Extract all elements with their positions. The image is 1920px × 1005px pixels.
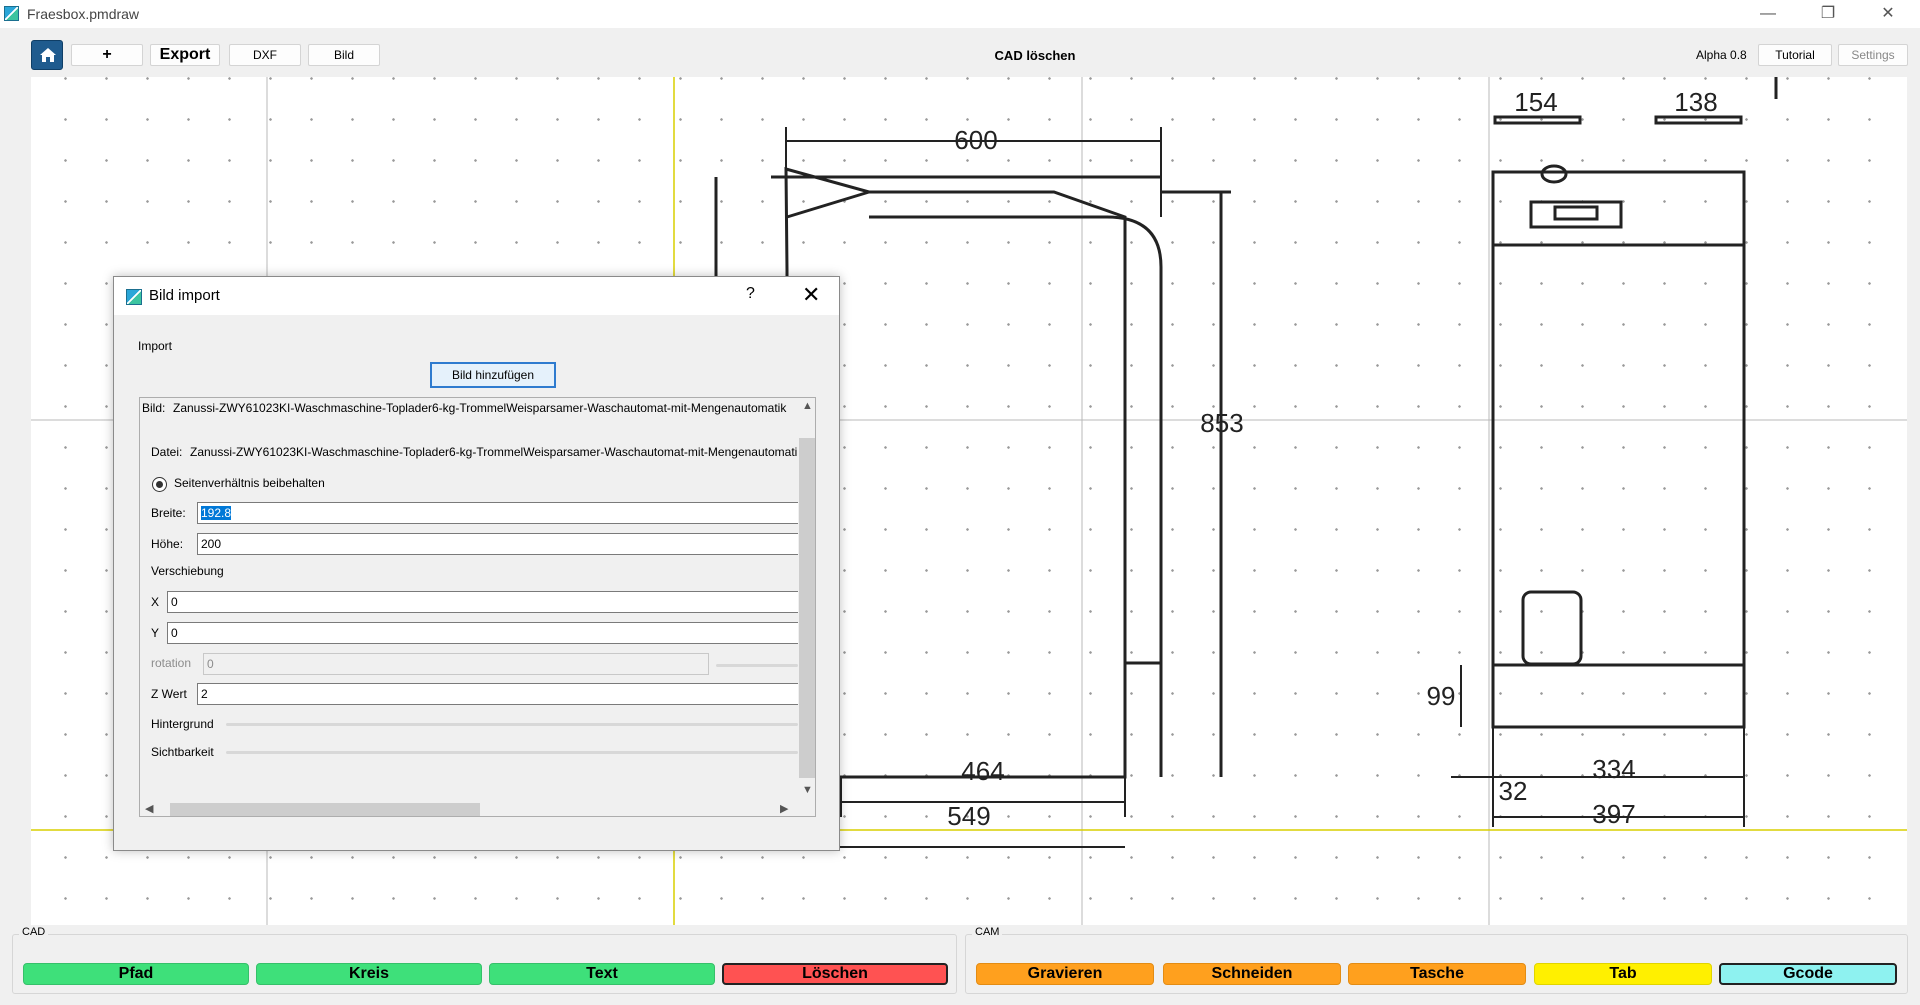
sichtbarkeit-label: Sichtbarkeit <box>151 745 214 759</box>
dxf-button[interactable]: DXF <box>229 44 301 66</box>
restore-button[interactable]: ❐ <box>1820 5 1836 22</box>
scroll-left-icon[interactable]: ◀ <box>145 803 154 815</box>
y-input[interactable]: 0 <box>167 622 801 644</box>
dim-334: 334 <box>1592 754 1635 784</box>
breite-value: 192.8 <box>201 506 232 520</box>
scroll-right-icon[interactable]: ▶ <box>780 803 789 815</box>
import-settings-scroll-area[interactable]: Bild: Zanussi-ZWY61023KI-Waschmaschine-T… <box>139 397 816 817</box>
home-button[interactable] <box>31 40 63 70</box>
vertical-scroll-thumb[interactable] <box>799 438 815 778</box>
import-label: Import <box>138 339 173 353</box>
dim-397: 397 <box>1592 799 1635 829</box>
close-window-button[interactable]: ✕ <box>1881 5 1895 22</box>
window-title: Fraesbox.pmdraw <box>27 6 140 22</box>
version-label: Alpha 0.8 <box>1696 48 1747 62</box>
text-button[interactable]: Text <box>489 963 715 985</box>
y-label: Y <box>151 626 160 640</box>
export-button[interactable]: Export <box>150 44 220 66</box>
hoehe-label: Höhe: <box>151 537 184 551</box>
scroll-down-icon[interactable]: ▼ <box>802 784 813 796</box>
dim-99: 99 <box>1427 681 1456 711</box>
x-input[interactable]: 0 <box>167 591 801 613</box>
gravieren-button[interactable]: Gravieren <box>976 963 1154 985</box>
rotation-input[interactable]: 0 <box>203 653 709 675</box>
dim-154: 154 <box>1514 87 1557 117</box>
cam-panel-label: CAM <box>972 926 1003 938</box>
settings-button[interactable]: Settings <box>1838 44 1908 66</box>
schneiden-button[interactable]: Schneiden <box>1163 963 1341 985</box>
vertical-scrollbar[interactable]: ▲ ▼ <box>798 398 815 800</box>
datei-value: Zanussi-ZWY61023KI-Waschmaschine-Toplade… <box>190 445 804 459</box>
cam-panel: CAM Gravieren Schneiden Tasche Tab Gcode <box>965 926 1908 994</box>
add-button[interactable]: + <box>71 44 143 66</box>
bild-import-dialog: Bild import ? ✕ Import Bild hinzufügen B… <box>113 276 840 851</box>
tab-button[interactable]: Tab <box>1534 963 1712 985</box>
title-bar: Fraesbox.pmdraw — ❐ ✕ <box>0 0 1920 28</box>
help-icon[interactable]: ? <box>746 285 755 302</box>
breite-input[interactable]: 192.8 <box>197 502 801 524</box>
hoehe-input[interactable]: 200 <box>197 533 801 555</box>
sichtbarkeit-slider[interactable] <box>226 751 798 754</box>
pfad-button[interactable]: Pfad <box>23 963 249 985</box>
app-icon <box>4 6 19 21</box>
rotation-slider[interactable] <box>716 664 798 667</box>
datei-label: Datei: <box>151 445 183 459</box>
dialog-app-icon <box>126 289 142 305</box>
verschiebung-label: Verschiebung <box>151 564 224 578</box>
add-image-button[interactable]: Bild hinzufügen <box>430 362 556 388</box>
hintergrund-slider[interactable] <box>226 723 798 726</box>
dialog-close-icon[interactable]: ✕ <box>802 282 821 307</box>
horizontal-scroll-thumb[interactable] <box>170 803 480 816</box>
minimize-button[interactable]: — <box>1760 5 1776 22</box>
cad-clear-button[interactable]: CAD löschen <box>994 48 1076 63</box>
gcode-button[interactable]: Gcode <box>1719 963 1897 985</box>
aspect-ratio-radio[interactable] <box>152 477 167 492</box>
tasche-button[interactable]: Tasche <box>1348 963 1526 985</box>
cad-panel-label: CAD <box>19 926 49 938</box>
dim-853: 853 <box>1200 408 1243 438</box>
hintergrund-label: Hintergrund <box>151 717 214 731</box>
bild-value: Zanussi-ZWY61023KI-Waschmaschine-Toplade… <box>173 401 787 415</box>
dialog-title-bar: Bild import ? ✕ <box>114 277 839 315</box>
dim-600: 600 <box>954 125 997 155</box>
loeschen-button[interactable]: Löschen <box>722 963 948 985</box>
rotation-label: rotation <box>151 656 192 670</box>
dim-464: 464 <box>961 756 1004 786</box>
dialog-title: Bild import <box>149 287 220 304</box>
home-icon <box>40 48 56 62</box>
bild-button[interactable]: Bild <box>308 44 380 66</box>
toolbar: + Export DXF Bild CAD löschen Alpha 0.8 … <box>0 28 1920 76</box>
cad-panel: CAD Pfad Kreis Text Löschen <box>12 926 957 994</box>
dim-138: 138 <box>1674 87 1717 117</box>
breite-label: Breite: <box>151 506 186 520</box>
kreis-button[interactable]: Kreis <box>256 963 482 985</box>
dim-32: 32 <box>1499 776 1528 806</box>
tutorial-button[interactable]: Tutorial <box>1758 44 1832 66</box>
bild-label: Bild: <box>142 401 166 415</box>
z-wert-input[interactable]: 2 <box>197 683 801 705</box>
dim-549: 549 <box>947 801 990 831</box>
scroll-up-icon[interactable]: ▲ <box>802 400 813 412</box>
z-wert-label: Z Wert <box>151 687 187 701</box>
aspect-ratio-label: Seitenverhältnis beibehalten <box>174 476 325 490</box>
horizontal-scrollbar[interactable]: ◀ ▶ <box>140 800 798 816</box>
x-label: X <box>151 595 160 609</box>
